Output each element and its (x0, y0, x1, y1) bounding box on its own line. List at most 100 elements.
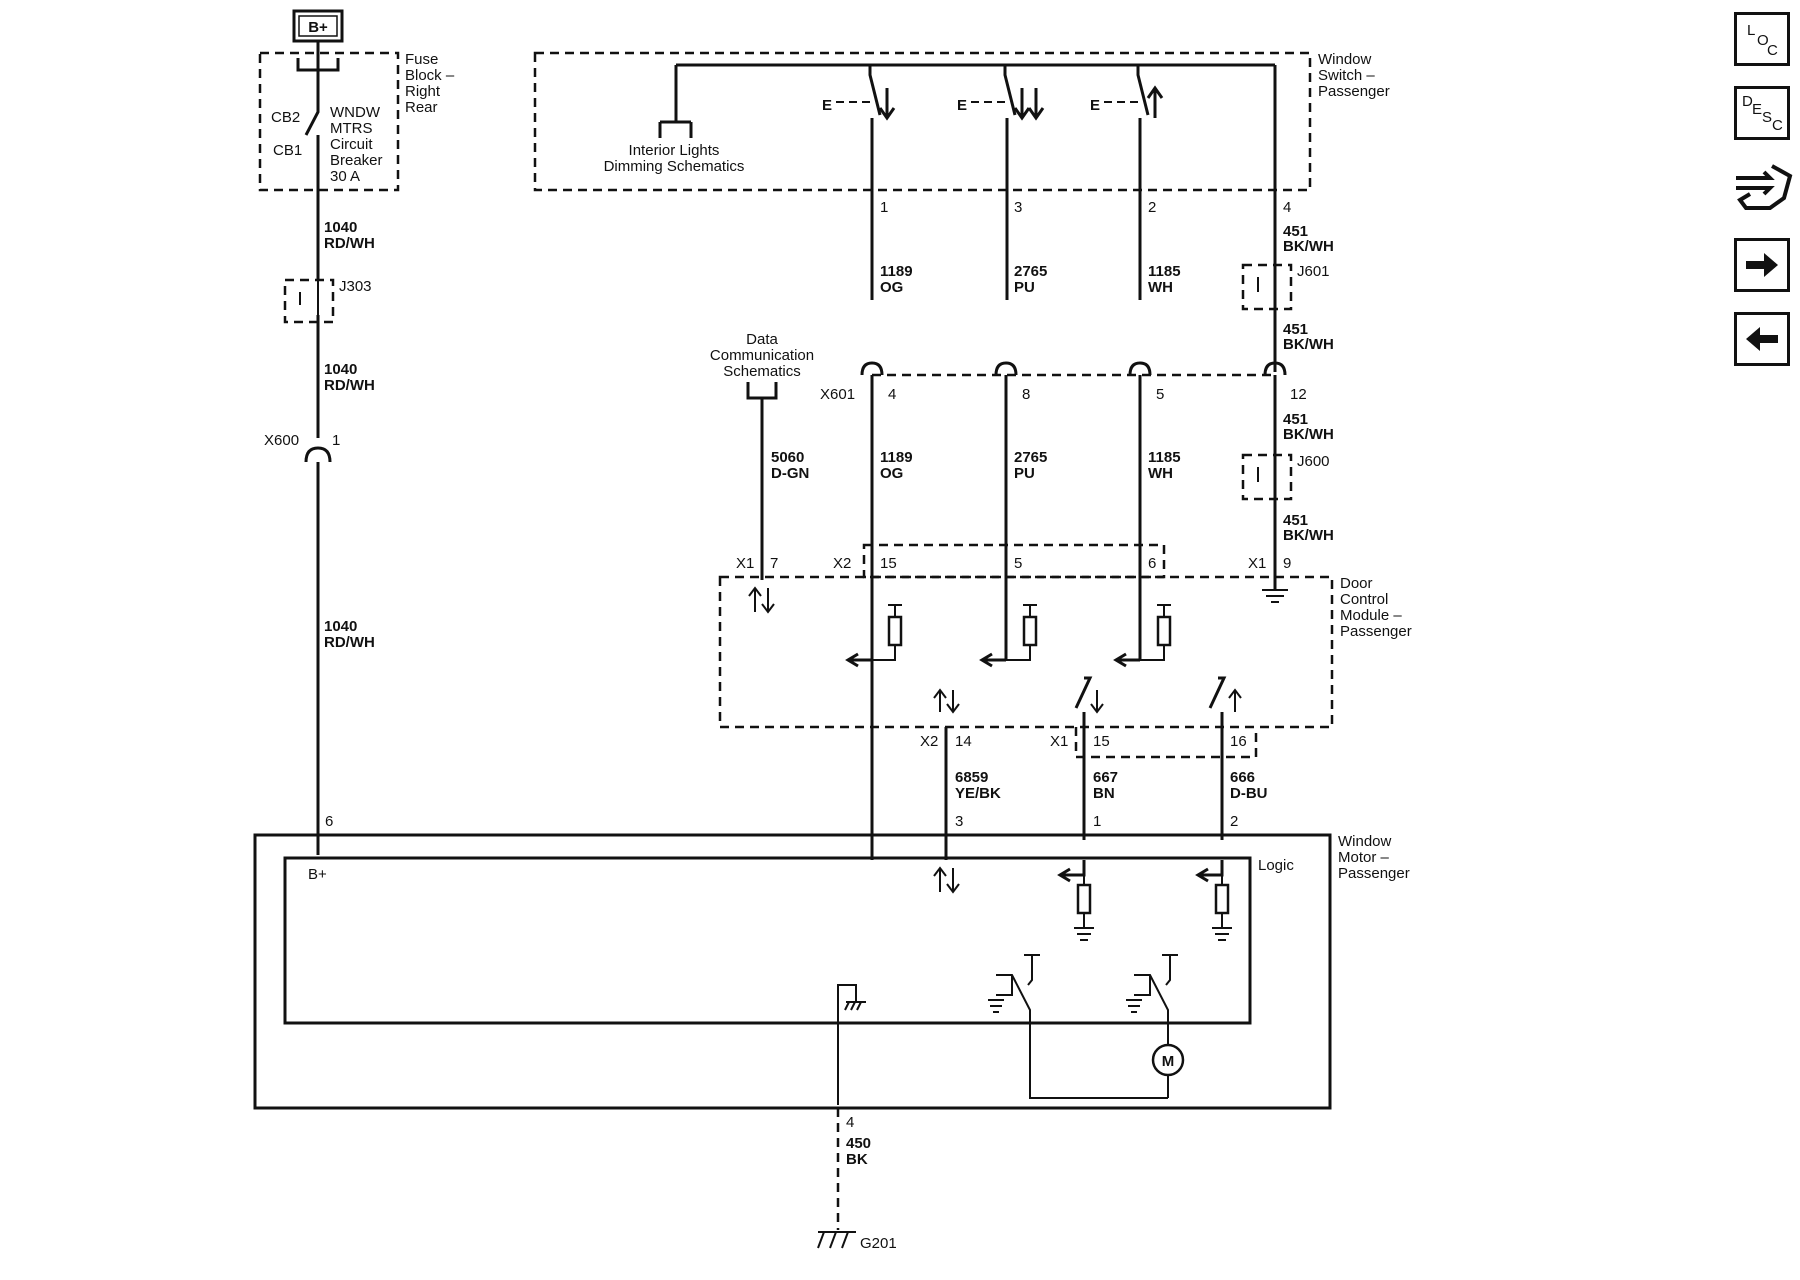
switch-pin-2: 2 (1148, 199, 1156, 216)
fuse-top-contact (296, 41, 340, 72)
logic-label: Logic (1258, 857, 1294, 874)
switch-pin-1: 1 (880, 199, 888, 216)
svg-text:14: 14 (955, 733, 972, 750)
svg-text:Window: Window (1338, 833, 1392, 850)
svg-text:5: 5 (1014, 555, 1022, 572)
description-button[interactable]: D E S C (1734, 86, 1790, 140)
svg-text:BN: BN (1093, 785, 1115, 802)
bplus-label: B+ (308, 19, 328, 36)
switch-contacts: E E E (822, 65, 1164, 300)
j600-splice: 451 BK/WH J600 451 BK/WH (1241, 411, 1334, 544)
svg-text:J600: J600 (1297, 453, 1330, 470)
switch-pin-3: 3 (1014, 199, 1022, 216)
connector-end-view-button[interactable] (1732, 158, 1794, 218)
data-comm-color: D-GN (771, 465, 809, 482)
interior-lights-link[interactable]: Interior Lights (629, 142, 720, 159)
svg-text:Rear: Rear (405, 99, 438, 116)
feed-color-2: RD/WH (324, 377, 375, 394)
circuit-breaker-symbol (304, 70, 320, 175)
interior-lights-link-2[interactable]: Dimming Schematics (604, 158, 745, 175)
g201-label: G201 (860, 1235, 897, 1252)
svg-text:Control: Control (1340, 591, 1388, 608)
arrow-left-icon (1746, 327, 1778, 351)
logic-data-arrows-icon (933, 866, 960, 894)
bplus-source: B+ (292, 9, 344, 43)
dcm-outline (718, 575, 1334, 729)
location-button[interactable]: L O C (1734, 12, 1790, 66)
svg-text:2765: 2765 (1014, 263, 1047, 280)
svg-text:PU: PU (1014, 279, 1035, 296)
svg-text:2: 2 (1230, 813, 1238, 830)
data-comm-link[interactable]: Data Communication Schematics (710, 331, 814, 380)
internal-ground-symbol (837, 984, 866, 1105)
fuse-block-label: Fuse Block – Right Rear (405, 51, 455, 116)
svg-text:7: 7 (770, 555, 778, 572)
j601-splice: 451 BK/WH J601 451 BK/WH (1241, 223, 1334, 353)
svg-text:3: 3 (955, 813, 963, 830)
j303-label: J303 (339, 278, 372, 295)
svg-text:451: 451 (1283, 411, 1308, 428)
motor-symbol: M (1151, 1043, 1185, 1077)
svg-text:X2: X2 (833, 555, 851, 572)
svg-text:2765: 2765 (1014, 449, 1047, 466)
fuse-block-outline (258, 51, 400, 192)
x601-pin-4: 4 (888, 386, 896, 403)
data-comm-circuit: 5060 (771, 449, 804, 466)
svg-text:Breaker: Breaker (330, 152, 383, 169)
svg-text:16: 16 (1230, 733, 1247, 750)
svg-text:Switch –: Switch – (1318, 67, 1375, 84)
feed-color-3: RD/WH (324, 634, 375, 651)
svg-text:9: 9 (1283, 555, 1291, 572)
back-button[interactable] (1734, 312, 1790, 366)
svg-text:X2: X2 (920, 733, 938, 750)
dcm-inputs (845, 604, 1172, 668)
svg-text:C: C (1767, 42, 1778, 59)
switch-common-bus (658, 63, 1275, 138)
chassis-ground-icon (817, 1231, 856, 1249)
data-comm-wire (746, 382, 778, 580)
connector-end-view-icon (1736, 164, 1793, 210)
svg-text:Motor –: Motor – (1338, 849, 1390, 866)
svg-text:451: 451 (1283, 321, 1308, 338)
svg-text:O: O (1757, 32, 1769, 49)
feed-circuit-3: 1040 (324, 618, 357, 635)
svg-text:X1: X1 (736, 555, 754, 572)
ground-circuit: 450 (846, 1135, 871, 1152)
svg-text:D-BU: D-BU (1230, 785, 1268, 802)
dcm-outputs (933, 676, 1242, 840)
svg-text:1: 1 (1093, 813, 1101, 830)
svg-text:MTRS: MTRS (330, 120, 373, 137)
window-switch-outline (533, 51, 1312, 192)
cb2-label: CB2 (271, 109, 300, 126)
svg-text:Passenger: Passenger (1340, 623, 1412, 640)
arrow-right-icon (1746, 253, 1778, 277)
svg-text:Schematics: Schematics (723, 363, 801, 380)
svg-text:WH: WH (1148, 279, 1173, 296)
svg-text:6: 6 (325, 813, 333, 830)
next-button[interactable] (1734, 238, 1790, 292)
svg-text:15: 15 (880, 555, 897, 572)
x601-pin-8: 8 (1022, 386, 1030, 403)
desc-icon: D E S C (1742, 93, 1783, 134)
dcm-x1-connector-box (1074, 727, 1258, 759)
svg-text:E: E (1752, 101, 1762, 118)
svg-text:451: 451 (1283, 223, 1308, 240)
svg-text:E: E (957, 97, 967, 114)
svg-text:6: 6 (1148, 555, 1156, 572)
ground-color: BK (846, 1151, 868, 1168)
feed-color-1: RD/WH (324, 235, 375, 252)
svg-text:M: M (1162, 1053, 1175, 1070)
svg-text:6859: 6859 (955, 769, 988, 786)
window-switch-label: Window Switch – Passenger (1318, 51, 1390, 100)
svg-text:Circuit: Circuit (330, 136, 373, 153)
x601-pin-5: 5 (1156, 386, 1164, 403)
cb1-label: CB1 (273, 142, 302, 159)
j303-splice (283, 278, 335, 324)
loc-icon: L O C (1747, 22, 1778, 59)
svg-text:BK/WH: BK/WH (1283, 527, 1334, 544)
x601-pin-12: 12 (1290, 386, 1307, 403)
svg-text:PU: PU (1014, 465, 1035, 482)
svg-text:1185: 1185 (1148, 449, 1181, 466)
logic-inputs (1057, 860, 1232, 941)
